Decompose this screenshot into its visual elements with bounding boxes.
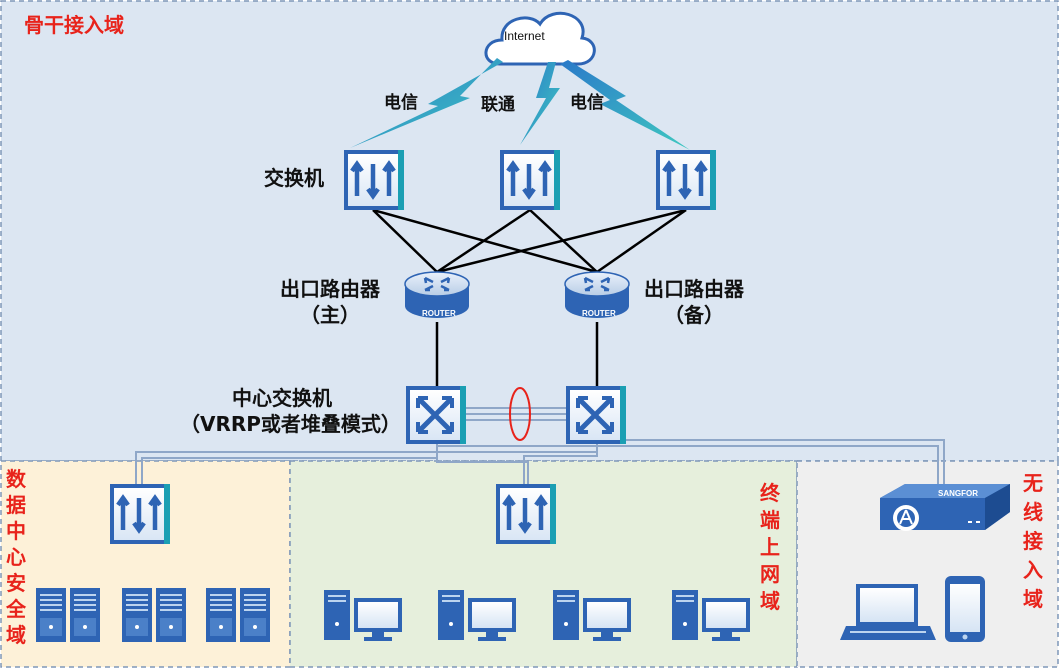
stack-marker <box>509 387 531 441</box>
wireless-zone-label: 无线接入域 <box>1023 471 1043 611</box>
core-switch-left <box>406 386 466 444</box>
core-switch-right <box>566 386 626 444</box>
smartphone-icon <box>945 576 985 642</box>
switch-telecom-2 <box>656 150 716 210</box>
core-label-1: 中心交换机 <box>232 386 332 410</box>
internet-cloud: Internet <box>484 11 596 66</box>
ap-brand-label: SANGFOR <box>938 489 978 498</box>
switch-telecom-1 <box>344 150 404 210</box>
core-label-2: （VRRP或者堆叠模式） <box>180 412 401 436</box>
isp-link-middle <box>520 62 560 145</box>
router-backup-label-2: （备） <box>664 303 724 327</box>
router-main-badge: ROUTER <box>422 309 456 318</box>
terminal-zone-label: 终端上网域 <box>760 481 781 613</box>
switch-unicom <box>500 150 560 210</box>
datacenter-switch <box>110 484 170 544</box>
router-backup-badge: ROUTER <box>582 309 616 318</box>
backbone-zone-label: 骨干接入域 <box>24 13 124 37</box>
isp-link-right <box>560 60 690 150</box>
datacenter-zone-label: 数据中心安全域 <box>5 467 27 647</box>
isp-label-unicom: 联通 <box>481 95 515 115</box>
core-interlinks <box>466 407 570 421</box>
router-main-label-1: 出口路由器 <box>280 277 381 301</box>
switch-label: 交换机 <box>264 166 324 190</box>
wireless-controller: SANGFOR <box>880 484 1010 531</box>
isp-label-telecom-1: 电信 <box>384 92 418 113</box>
router-main-label-2: （主） <box>300 303 360 327</box>
laptop-icon <box>840 584 936 640</box>
access-links <box>135 439 945 484</box>
backbone-links <box>372 208 687 386</box>
isp-label-telecom-2: 电信 <box>570 92 604 113</box>
terminal-switch <box>496 484 556 544</box>
internet-label: Internet <box>504 29 545 43</box>
backbone-zone <box>0 0 1059 462</box>
router-backup-label-1: 出口路由器 <box>644 277 745 301</box>
